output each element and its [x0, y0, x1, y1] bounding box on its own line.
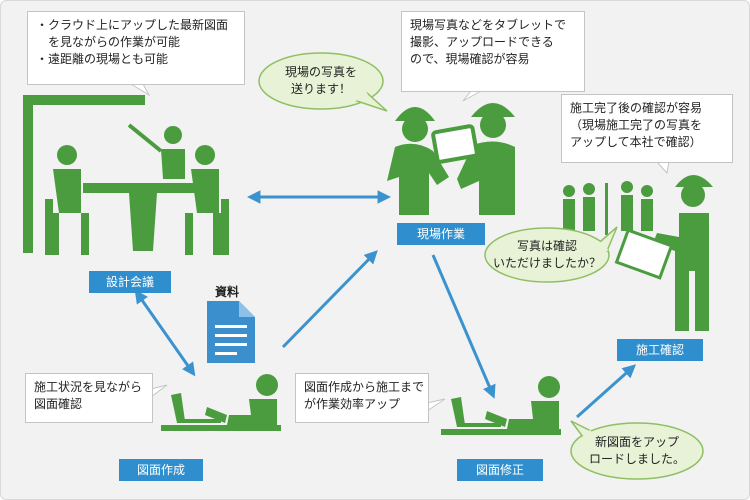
arrow-drawing-create-field [281, 250, 378, 349]
arrow-drawing-revise-inspection [576, 364, 637, 419]
note-inspection-line-2: （現場施工完了の写真を [570, 118, 703, 132]
bubble-uploaded-drawing-line-1: 新図面をアップ [594, 435, 679, 449]
photo-icon [614, 228, 674, 280]
note-meeting-line-1: ・クラウド上にアップした最新図面 [36, 18, 229, 32]
arrow-meeting-drawing-create [134, 289, 196, 377]
note-efficiency-line-1: 図面作成から施工まで [304, 380, 425, 394]
field-workers-icon [387, 103, 515, 215]
note-field: 現場写真などをタブレットで 撮影、アップロードできる ので、現場確認が容易 [401, 11, 585, 92]
bubble-send-photo: 現場の写真を 送ります！ [271, 64, 371, 98]
note-field-line-2: 撮影、アップロードできる [410, 35, 554, 49]
speech-bubbles [258, 52, 704, 480]
bubble-send-photo-shape [258, 52, 388, 112]
note-efficiency: 図面作成から施工まで が作業効率アップ [295, 373, 429, 423]
note-meeting-line-2: を見ながらの作業が可能 [36, 35, 181, 49]
note-field-line-3: ので、現場確認が容易 [410, 52, 530, 66]
flow-arrows [134, 190, 637, 419]
laptop-worker-icon [161, 374, 281, 431]
inspection-group-icon [563, 175, 713, 331]
document-label: 資料 [215, 285, 240, 299]
note-drawing-create-line-2: 図面確認 [34, 397, 83, 411]
note-meeting: ・クラウド上にアップした最新図面 を見ながらの作業が可能 ・遠距離の現場とも可能 [27, 11, 245, 85]
note-drawing-create-line-1: 施工状況を見ながら [34, 380, 143, 394]
bubble-uploaded-drawing-line-2: ロードしました。 [588, 452, 685, 466]
note-drawing-create: 施工状況を見ながら 図面確認 [25, 373, 153, 423]
node-inspection: 施工確認 [617, 339, 703, 361]
note-efficiency-line-2: が作業効率アップ [304, 397, 401, 411]
bubble-send-photo-line-2: 送ります！ [290, 82, 351, 96]
note-inspection-line-1: 施工完了後の確認が容易 [570, 101, 703, 115]
bubble-send-photo-line-1: 現場の写真を [284, 65, 357, 79]
note-field-line-1: 現場写真などをタブレットで [410, 18, 567, 32]
note-inspection-line-3: アップして本社で確認） [570, 135, 702, 149]
node-drawing-revise: 図面修正 [457, 459, 543, 481]
bubble-confirm-photo-line-1: 写真は確認 [516, 239, 577, 253]
laptop-worker-icon-revise [441, 376, 561, 435]
bubble-confirm-photo-shape [484, 226, 618, 283]
arrow-field-drawing-revise [431, 254, 496, 399]
bubble-confirm-photo: 写真は確認 いただけましたか？ [487, 238, 607, 272]
bubble-uploaded-drawing: 新図面をアップ ロードしました。 [577, 434, 697, 468]
note-pointers [129, 83, 670, 412]
tablet-icon [431, 124, 479, 164]
note-inspection: 施工完了後の確認が容易 （現場施工完了の写真を アップして本社で確認） [561, 94, 733, 163]
node-meeting: 設計会議 [89, 271, 171, 293]
bubble-confirm-photo-line-2: いただけましたか？ [492, 256, 601, 270]
node-field-work: 現場作業 [397, 223, 485, 245]
node-drawing-create: 図面作成 [119, 459, 203, 481]
note-meeting-line-3: ・遠距離の現場とも可能 [36, 52, 169, 66]
document-icon [207, 301, 255, 363]
bubble-uploaded-drawing-shape [570, 420, 704, 480]
meeting-icon [23, 95, 229, 255]
